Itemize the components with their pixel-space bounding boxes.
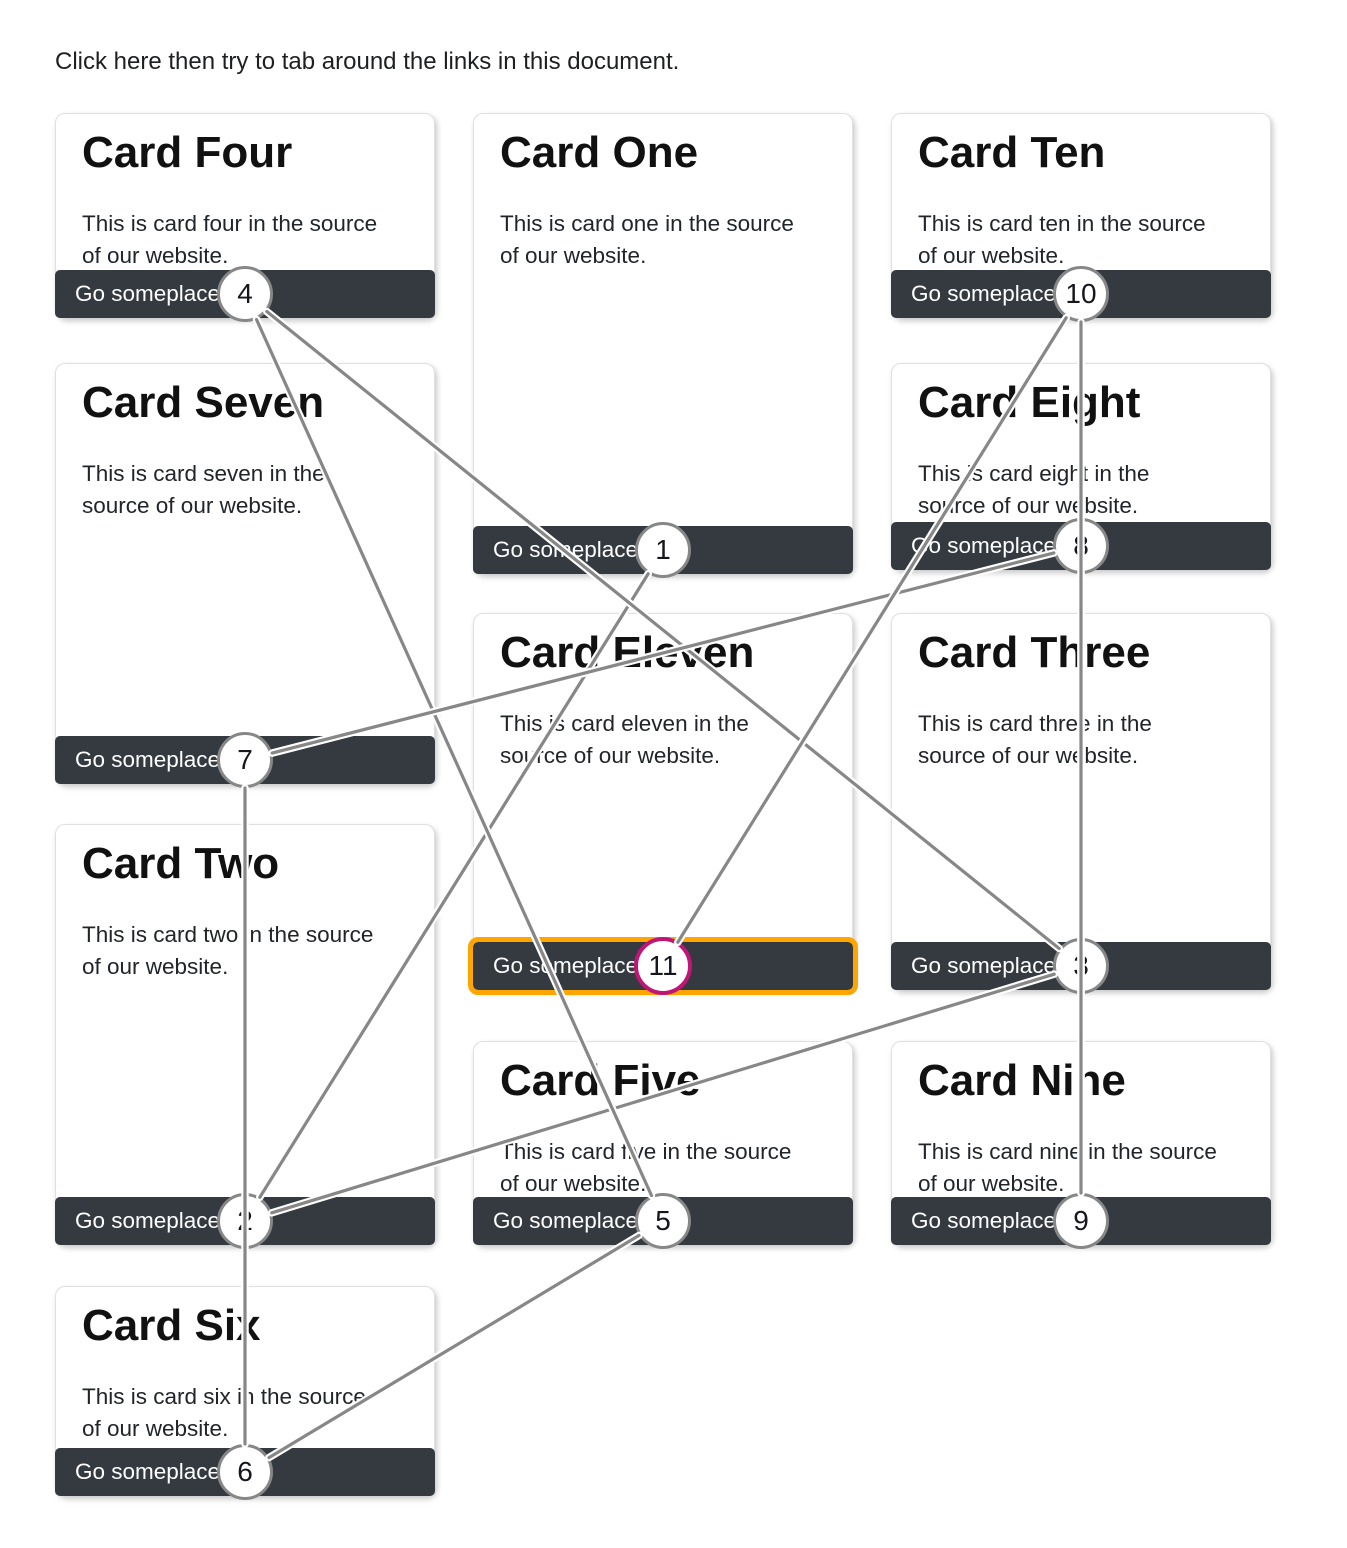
card-title: Card Nine: [918, 1056, 1126, 1105]
card-description: This is card ten in the source of our we…: [918, 211, 1206, 268]
tab-order-badge-2: 2: [217, 1193, 273, 1249]
tab-order-badge-6: 6: [217, 1444, 273, 1500]
card-title: Card Eleven: [500, 628, 755, 677]
card-description: This is card seven in the source of our …: [82, 461, 325, 518]
card-title: Card Four: [82, 128, 293, 177]
card-seven: Card Seven This is card seven in the sou…: [55, 363, 435, 784]
card-description: This is card three in the source of our …: [918, 711, 1152, 768]
card-two: Card Two This is card two in the source …: [55, 824, 435, 1245]
card-description: This is card two in the source of our we…: [82, 922, 374, 979]
tab-order-badge-10: 10: [1053, 266, 1109, 322]
card-description: This is card eight in the source of our …: [918, 461, 1150, 518]
card-title: Card Two: [82, 839, 280, 888]
tab-order-badge-4: 4: [217, 266, 273, 322]
tab-order-badge-7: 7: [217, 732, 273, 788]
card-three: Card Three This is card three in the sou…: [891, 613, 1271, 990]
card-title: Card One: [500, 128, 699, 177]
card-title: Card Eight: [918, 378, 1141, 427]
tab-order-badge-3: 3: [1053, 938, 1109, 994]
card-description: This is card eleven in the source of our…: [500, 711, 749, 768]
card-title: Card Three: [918, 628, 1151, 677]
card-description: This is card nine in the source of our w…: [918, 1139, 1217, 1196]
card-one: Card One This is card one in the source …: [473, 113, 853, 574]
card-title: Card Ten: [918, 128, 1106, 177]
tab-order-badge-8: 8: [1053, 518, 1109, 574]
instruction-text: Click here then try to tab around the li…: [55, 48, 680, 75]
card-description: This is card one in the source of our we…: [500, 211, 794, 268]
card-eleven: Card Eleven This is card eleven in the s…: [468, 613, 858, 995]
card-description: This is card six in the source of our we…: [82, 1384, 366, 1441]
card-description: This is card four in the source of our w…: [82, 211, 378, 268]
tab-order-badge-11: 11: [634, 937, 692, 995]
card-title: Card Seven: [82, 378, 325, 427]
tab-order-badge-9: 9: [1053, 1193, 1109, 1249]
card-title: Card Five: [500, 1056, 701, 1105]
tab-order-badge-1: 1: [635, 522, 691, 578]
card-title: Card Six: [82, 1301, 261, 1350]
tab-order-badge-5: 5: [635, 1193, 691, 1249]
card-description: This is card five in the source of our w…: [500, 1139, 792, 1196]
